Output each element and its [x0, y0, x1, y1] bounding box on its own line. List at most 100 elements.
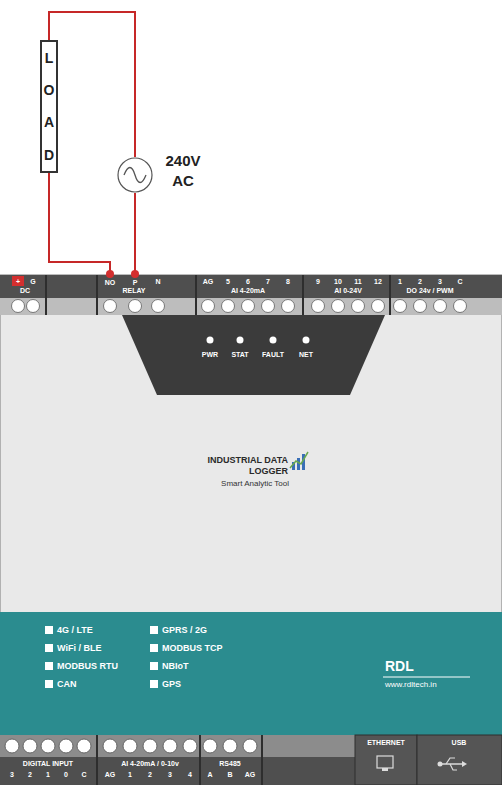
led-panel [122, 315, 385, 395]
usb-port [446, 758, 455, 764]
screw-terminal [414, 300, 427, 313]
product-name: INDUSTRIAL DATA LOGGER [204, 455, 288, 477]
feature-checkbox [45, 662, 53, 670]
screw-terminal [332, 300, 345, 313]
brand-name: RDL [385, 659, 414, 673]
terminal-label: DC [20, 287, 30, 294]
led-label: NET [299, 351, 313, 358]
screw-terminal [23, 739, 37, 753]
led-label: STAT [231, 351, 248, 358]
terminal-label: 0 [64, 771, 68, 778]
screw-terminal [203, 739, 217, 753]
terminal-label: AG [203, 278, 214, 285]
usb-port [438, 762, 443, 767]
terminal-label: AI 4-20mA / 0-10v [121, 760, 179, 767]
relay-terminal: P [132, 278, 139, 287]
screw-terminal [104, 300, 117, 313]
screw-terminal [242, 300, 255, 313]
feature-label: NBIoT [162, 662, 189, 671]
screw-terminal [262, 300, 275, 313]
top-terminal-strip [0, 298, 502, 315]
terminal-label: DO 24v / PWM [406, 287, 453, 294]
feature-checkbox [45, 626, 53, 634]
port-label: USB [452, 739, 467, 746]
terminal-label: AG [105, 771, 116, 778]
feature-checkbox [150, 626, 158, 634]
terminal-label: DIGITAL INPUT [23, 760, 73, 767]
terminal-label: 1 [398, 278, 402, 285]
bottom-terminal-strip [96, 735, 98, 785]
ethernet-port [382, 768, 388, 771]
feature-checkbox [45, 626, 158, 688]
feature-label: GPRS / 2G [162, 626, 207, 635]
feature-checkbox [45, 680, 53, 688]
port-label: ETHERNET [367, 739, 405, 746]
sine-wave [124, 168, 146, 183]
device-housing [0, 275, 502, 785]
feature-checkbox [150, 662, 158, 670]
ac-source-symbol [117, 157, 153, 193]
top-terminal-strip [12, 276, 24, 286]
feature-checkbox [45, 644, 53, 652]
feature-checkbox [150, 644, 158, 652]
terminal-label: + [16, 278, 20, 285]
screw-terminal [12, 300, 467, 313]
ac-source: 240V AC [117, 157, 153, 193]
top-terminal-strip [0, 275, 502, 298]
screw-terminal [394, 300, 407, 313]
feature-label: CAN [57, 680, 77, 689]
terminal-label: 3 [168, 771, 172, 778]
usb-port [417, 735, 502, 785]
terminal-label: AI 0-24V [334, 287, 362, 294]
feature-label: GPS [162, 680, 181, 689]
screw-terminal [202, 300, 215, 313]
terminal-label: 3 [438, 278, 442, 285]
wire-terminal-dot [131, 270, 139, 278]
screw-terminal [5, 739, 257, 753]
feature-label: MODBUS RTU [57, 662, 118, 671]
screw-terminal [282, 300, 295, 313]
status-led [237, 337, 244, 344]
screw-terminal [243, 739, 257, 753]
data-logger-housing: NO P INDUSTRIAL DATA LOGGER Smart Analytic … [0, 275, 502, 785]
top-terminal-strip [195, 275, 197, 315]
status-led [207, 337, 310, 344]
website: www.rdltech.in [385, 681, 437, 689]
ethernet-port [355, 735, 417, 785]
screw-terminal [5, 739, 19, 753]
screw-terminal [129, 300, 142, 313]
top-terminal-strip [96, 275, 98, 315]
wire [134, 193, 136, 278]
tagline: Smart Analytic Tool [200, 479, 310, 489]
bottom-terminal-strip [261, 735, 263, 785]
terminal-name: NO [105, 278, 116, 287]
feature-band [383, 677, 470, 678]
top-terminal-strip [0, 275, 502, 315]
feature-band [0, 612, 502, 735]
logo-mark [290, 452, 308, 468]
device-housing [0, 275, 502, 785]
screw-terminal [352, 300, 365, 313]
screw-terminal [59, 739, 73, 753]
bottom-terminal-strip [199, 735, 201, 785]
terminal-label: 8 [286, 278, 290, 285]
screw-terminal [454, 300, 467, 313]
terminal-label: 1 [46, 771, 50, 778]
relay-terminal: NO [104, 278, 117, 287]
screw-terminal [41, 739, 55, 753]
bottom-terminal-strip [0, 735, 355, 757]
terminal-label: N [155, 278, 160, 285]
load-label: LOAD [42, 42, 56, 171]
wire [49, 173, 110, 278]
led-label: PWR [202, 351, 218, 358]
logo-mark [290, 452, 308, 470]
feature-label: WiFi / BLE [57, 644, 101, 653]
usb-port [450, 764, 457, 770]
bottom-terminal-strip [0, 735, 355, 785]
wire-terminal-dot [106, 270, 114, 278]
wire [49, 12, 135, 157]
feature-label: 4G / LTE [57, 626, 93, 635]
terminal-label: C [457, 278, 462, 285]
screw-terminal [123, 739, 137, 753]
led-label: FAULT [262, 351, 284, 358]
